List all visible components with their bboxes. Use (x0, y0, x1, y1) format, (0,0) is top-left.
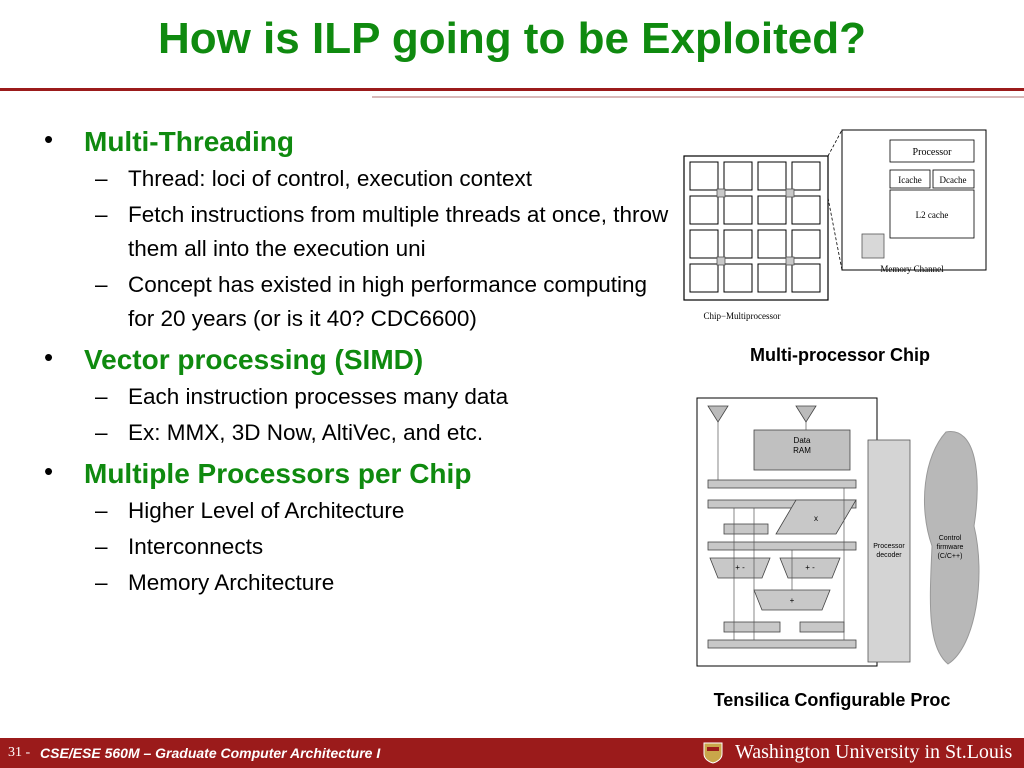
data-ram-label-1: Data (794, 436, 811, 445)
sub-bullet: –Thread: loci of control, execution cont… (95, 166, 532, 191)
processor-decoder-label-1: Processor (873, 543, 905, 550)
figure1-caption: Multi-processor Chip (749, 345, 930, 365)
chip-multiprocessor-label: Chip−Multiprocessor (703, 311, 780, 321)
sub-bullet-list: –Thread: loci of control, execution cont… (84, 162, 668, 336)
sub-bullet-list: –Each instruction processes many data –E… (84, 380, 664, 450)
multiplier-label: x (814, 514, 818, 523)
bullet-vector-processing: • Vector processing (SIMD) –Each instruc… (44, 340, 664, 450)
processor-decoder-label-2: decoder (876, 552, 902, 559)
sub-bullet: –Memory Architecture (95, 570, 335, 595)
control-firmware-label-2: firmware (937, 544, 964, 551)
sub-bullet: –Higher Level of Architecture (95, 498, 405, 523)
tensilica-diagram: Data RAM x + - + - + Processor decoder C… (696, 397, 980, 667)
sub-bullet-text: Interconnects (128, 534, 264, 559)
bullet-list: • Multi-Threading –Thread: loci of contr… (44, 118, 668, 602)
sub-bullet-text: Thread: loci of control, execution conte… (128, 166, 532, 191)
title-rule (0, 88, 1024, 91)
sub-bullet: –Ex: MMX, 3D Now, AltiVec, and etc. (95, 420, 484, 445)
sub-bullet-list: –Higher Level of Architecture –Interconn… (84, 494, 664, 600)
addsub-label-2: + - (805, 563, 815, 572)
bullet-dot: • (44, 456, 54, 486)
sub-bullet: –Each instruction processes many data (95, 384, 509, 409)
university-crest-icon (703, 742, 723, 764)
university-name: Washington University in St.Louis (735, 741, 1013, 763)
footer-bar: 31 - CSE/ESE 560M – Graduate Computer Ar… (0, 738, 1024, 768)
sub-bullet: –Interconnects (95, 534, 264, 559)
course-name: CSE/ESE 560M – Graduate Computer Archite… (40, 745, 381, 761)
sub-bullet-text: Each instruction processes many data (128, 384, 509, 409)
bullet-heading: Multi-Threading (84, 126, 294, 157)
slide-title: How is ILP going to be Exploited? (157, 14, 867, 63)
sub-bullet: –Concept has existed in high performance… (95, 272, 648, 331)
title-rule-accent (372, 96, 1024, 98)
sub-bullet-text: Memory Architecture (128, 570, 335, 595)
sub-bullet-text: Higher Level of Architecture (128, 498, 405, 523)
bullet-heading: Multiple Processors per Chip (84, 458, 472, 489)
data-ram-label-2: RAM (793, 446, 811, 455)
bullet-multiple-processors: • Multiple Processors per Chip –Higher L… (44, 454, 664, 600)
sub-bullet-text: Fetch instructions from multiple threads… (128, 202, 669, 261)
adder-label: + (790, 596, 795, 605)
dcache-label: Dcache (940, 175, 967, 185)
bullet-heading: Vector processing (SIMD) (84, 344, 424, 375)
bullet-multithreading: • Multi-Threading –Thread: loci of contr… (44, 122, 668, 336)
control-firmware-label-1: Control (939, 535, 962, 542)
sub-bullet-text: Concept has existed in high performance … (128, 272, 648, 331)
icache-label: Icache (898, 175, 921, 185)
control-firmware-label-3: (C/C++) (938, 553, 963, 560)
addsub-label-1: + - (735, 563, 745, 572)
l2-cache-label: L2 cache (916, 210, 949, 220)
memory-channel-label: Memory Channel (880, 264, 944, 274)
slide-number: 31 - (8, 745, 31, 760)
multiprocessor-chip-diagram: Processor Icache Dcache L2 cache Memory … (683, 129, 987, 321)
bullet-dot: • (44, 342, 54, 372)
sub-bullet-text: Ex: MMX, 3D Now, AltiVec, and etc. (128, 420, 484, 445)
figure2-caption: Tensilica Configurable Proc (713, 690, 951, 710)
sub-bullet: –Fetch instructions from multiple thread… (95, 202, 669, 261)
processor-label: Processor (913, 147, 953, 158)
bullet-dot: • (44, 124, 54, 154)
